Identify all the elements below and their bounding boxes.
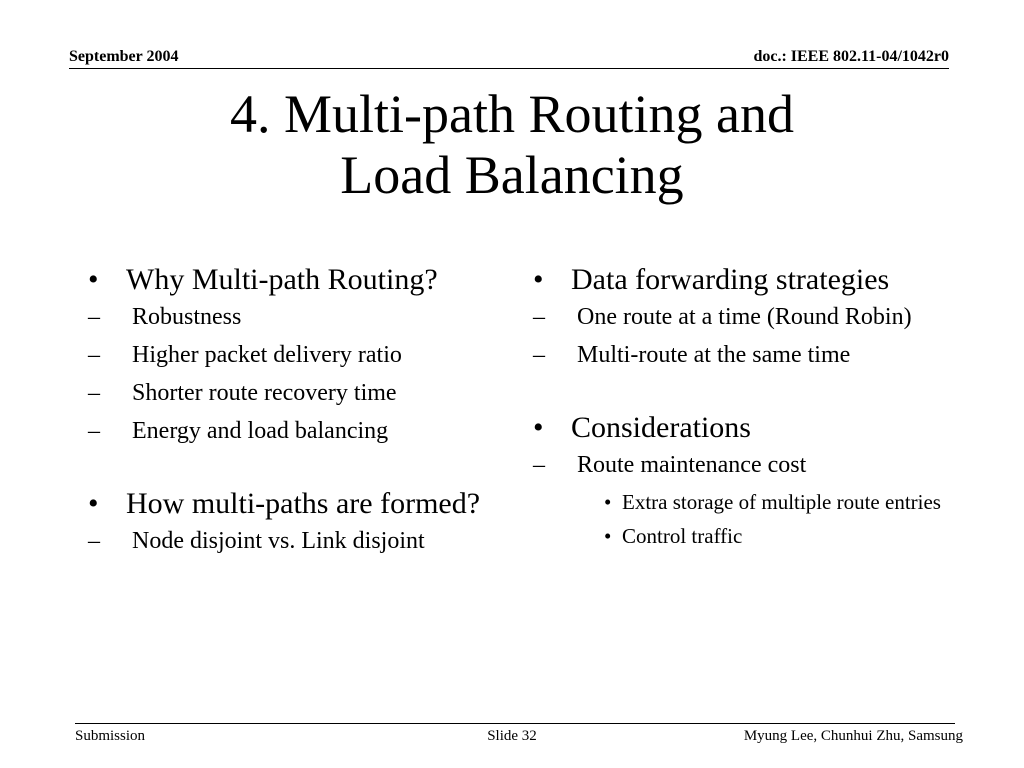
bullet-item: • Why Multi-path Routing? — [88, 262, 508, 297]
dash-glyph: – — [533, 452, 545, 478]
bullet-item: • How multi-paths are formed? — [88, 486, 508, 521]
sub-item: – Route maintenance cost — [533, 450, 963, 480]
bullet-glyph: • — [88, 487, 99, 520]
footer-slide-number: Slide 32 — [487, 728, 537, 744]
sub-item: – Energy and load balancing — [88, 416, 508, 446]
sub-sub-list: • Extra storage of multiple route entrie… — [533, 488, 963, 550]
bullet-text: Data forwarding strategies — [571, 263, 890, 296]
sub-list: – Node disjoint vs. Link disjoint — [88, 526, 508, 556]
sub-item-text: Robustness — [132, 304, 242, 330]
dash-glyph: – — [533, 304, 545, 330]
sub-item-text: Higher packet delivery ratio — [132, 342, 402, 368]
sub-item: – Shorter route recovery time — [88, 378, 508, 408]
dash-glyph: – — [88, 528, 100, 554]
dash-glyph: – — [88, 380, 100, 406]
bullet-item: • Data forwarding strategies — [533, 262, 963, 297]
sub-sub-item-text: Control traffic — [622, 524, 743, 548]
bullet-item: • Considerations — [533, 410, 963, 445]
sub-item: – Multi-route at the same time — [533, 340, 963, 370]
dash-glyph: – — [88, 418, 100, 444]
sub-item: – Node disjoint vs. Link disjoint — [88, 526, 508, 556]
header-divider — [69, 68, 949, 69]
dash-glyph: – — [88, 304, 100, 330]
footer-divider — [75, 723, 955, 724]
slide-title-line-2: Load Balancing — [340, 145, 684, 205]
right-column: • Data forwarding strategies – One route… — [533, 262, 963, 556]
slide-title-line-1: 4. Multi-path Routing and — [230, 84, 794, 144]
sub-item-text: Energy and load balancing — [132, 418, 389, 444]
header-doc-id: doc.: IEEE 802.11-04/1042r0 — [753, 48, 949, 65]
dash-glyph: – — [533, 342, 545, 368]
sub-item-text: One route at a time (Round Robin) — [577, 304, 912, 330]
bullet-glyph: • — [604, 524, 612, 548]
sub-item: – Robustness — [88, 302, 508, 332]
sub-item-text: Multi-route at the same time — [577, 342, 851, 368]
sub-item-text: Node disjoint vs. Link disjoint — [132, 528, 425, 554]
sub-sub-item: • Control traffic — [533, 522, 963, 550]
header-date: September 2004 — [69, 48, 179, 65]
bullet-glyph: • — [533, 411, 544, 444]
sub-list: – Route maintenance cost — [533, 450, 963, 480]
bullet-glyph: • — [533, 263, 544, 296]
bullet-glyph: • — [604, 490, 612, 514]
sub-item-text: Shorter route recovery time — [132, 380, 397, 406]
dash-glyph: – — [88, 342, 100, 368]
bullet-text: Why Multi-path Routing? — [126, 263, 438, 296]
sub-item: – One route at a time (Round Robin) — [533, 302, 963, 332]
sub-sub-item-text: Extra storage of multiple route entries — [622, 490, 941, 514]
left-column: • Why Multi-path Routing? – Robustness –… — [88, 262, 508, 564]
footer-authors: Myung Lee, Chunhui Zhu, Samsung — [743, 728, 963, 744]
slide-title: 4. Multi-path Routing and Load Balancing — [0, 84, 1024, 206]
sub-sub-item: • Extra storage of multiple route entrie… — [533, 488, 963, 516]
bullet-text: Considerations — [571, 411, 751, 444]
footer-submission: Submission — [75, 728, 146, 744]
sub-item: – Higher packet delivery ratio — [88, 340, 508, 370]
sub-item-text: Route maintenance cost — [577, 452, 807, 478]
sub-list: – Robustness – Higher packet delivery ra… — [88, 302, 508, 446]
bullet-text: How multi-paths are formed? — [126, 487, 481, 520]
bullet-glyph: • — [88, 263, 99, 296]
sub-list: – One route at a time (Round Robin) – Mu… — [533, 302, 963, 370]
